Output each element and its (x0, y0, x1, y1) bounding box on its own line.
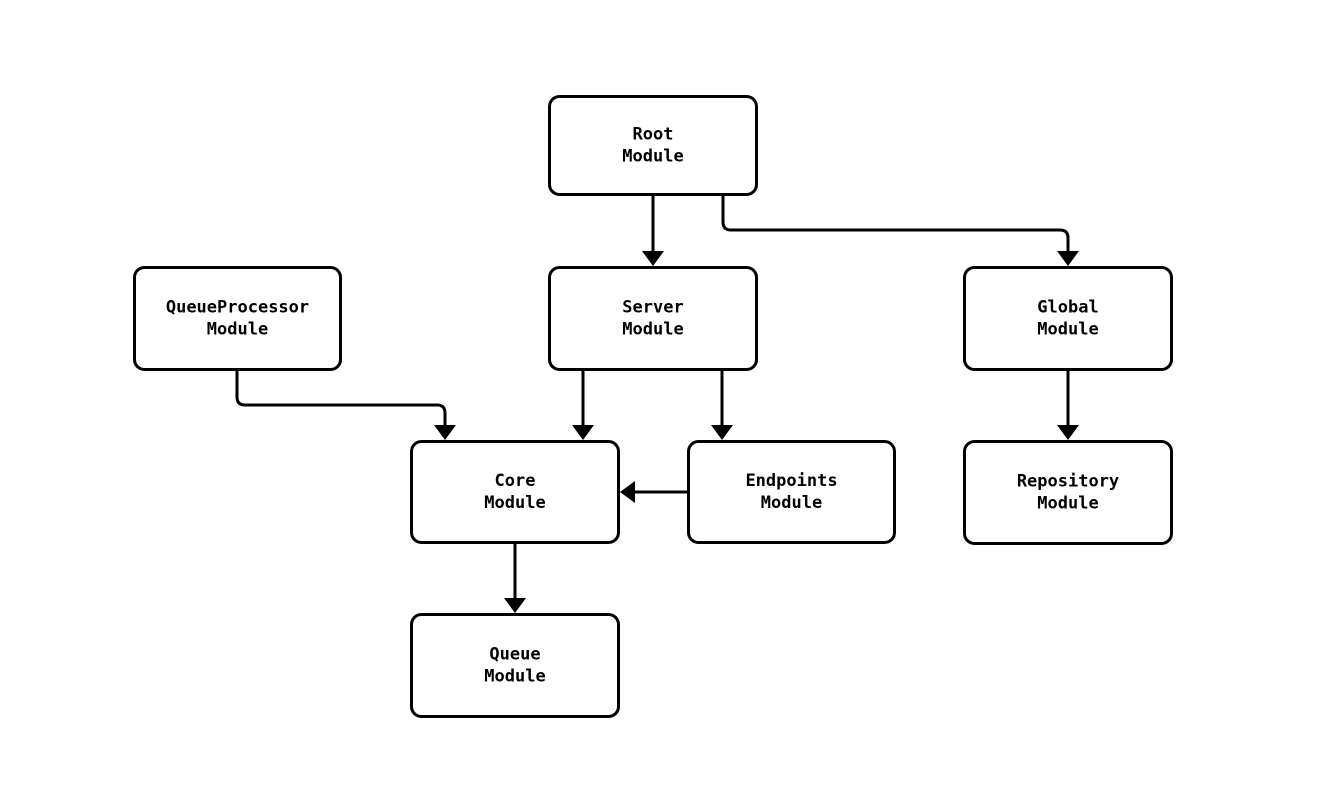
node-box[interactable] (963, 440, 1173, 545)
edge-arrowhead (1057, 251, 1079, 266)
node-label-line1: Queue (489, 645, 540, 665)
edge-arrowhead (1057, 425, 1079, 440)
node-label-line2: Module (1037, 494, 1098, 514)
node-label-line1: Global (1037, 298, 1098, 318)
edge-arrowhead (711, 425, 733, 440)
node-label-line1: Endpoints (745, 471, 837, 491)
node-label-line2: Module (207, 320, 268, 340)
edge-root-to-global: Root Module -> Global Module (721, 196, 1079, 266)
node-global[interactable]: GlobalModuleGlobal Module (963, 266, 1173, 371)
node-endpoints[interactable]: EndpointsModuleEndpoints Module (687, 440, 896, 544)
edge-arrowhead (504, 598, 526, 613)
node-repository[interactable]: RepositoryModuleRepository Module (963, 440, 1173, 545)
edge-arrowhead (572, 425, 594, 440)
node-core[interactable]: CoreModuleCore Module (410, 440, 620, 544)
edge-server-to-core: Server Module -> Core Module (572, 371, 594, 440)
node-label-line1: Server (622, 298, 683, 318)
edges-layer: Root Module -> Server Module Root Module … (235, 196, 1079, 613)
node-label-line2: Module (484, 667, 545, 687)
edge-arrowhead (642, 251, 664, 266)
node-box[interactable] (410, 613, 620, 718)
node-label-line2: Module (622, 147, 683, 167)
node-label-line2: Module (1037, 320, 1098, 340)
edge-core-to-queue: Core Module -> Queue Module (504, 544, 526, 613)
node-label-line1: Repository (1017, 472, 1119, 492)
node-box[interactable] (133, 266, 342, 371)
edge-line (235, 371, 447, 427)
node-label-line1: Core (495, 471, 536, 491)
node-box[interactable] (687, 440, 896, 544)
node-queueprocessor[interactable]: QueueProcessorModuleQueueProcessor Modul… (133, 266, 342, 371)
node-label-line2: Module (622, 320, 683, 340)
nodes-layer: RootModuleRoot ModuleQueueProcessorModul… (133, 95, 1173, 718)
node-root[interactable]: RootModuleRoot Module (548, 95, 758, 196)
node-label-line2: Module (761, 493, 822, 513)
node-box[interactable] (548, 95, 758, 196)
node-box[interactable] (963, 266, 1173, 371)
node-box[interactable] (410, 440, 620, 544)
node-box[interactable] (548, 266, 758, 371)
edge-global-to-repository: Global Module -> Repository Module (1057, 371, 1079, 440)
edge-endpoints-to-core: Endpoints Module -> Core Module (620, 481, 687, 503)
node-label-line1: QueueProcessor (166, 298, 309, 318)
edge-arrowhead (434, 425, 456, 440)
edge-line (721, 196, 1070, 253)
node-server[interactable]: ServerModuleServer Module (548, 266, 758, 371)
node-label-line2: Module (484, 493, 545, 513)
node-queue[interactable]: QueueModuleQueue Module (410, 613, 620, 718)
edge-server-to-endpoints: Server Module -> Endpoints Module (711, 371, 733, 440)
edge-arrowhead (620, 481, 635, 503)
edge-root-to-server: Root Module -> Server Module (642, 196, 664, 266)
edge-queueprocessor-to-core: QueueProcessor Module -> Core Module (235, 371, 456, 440)
node-label-line1: Root (633, 125, 674, 145)
